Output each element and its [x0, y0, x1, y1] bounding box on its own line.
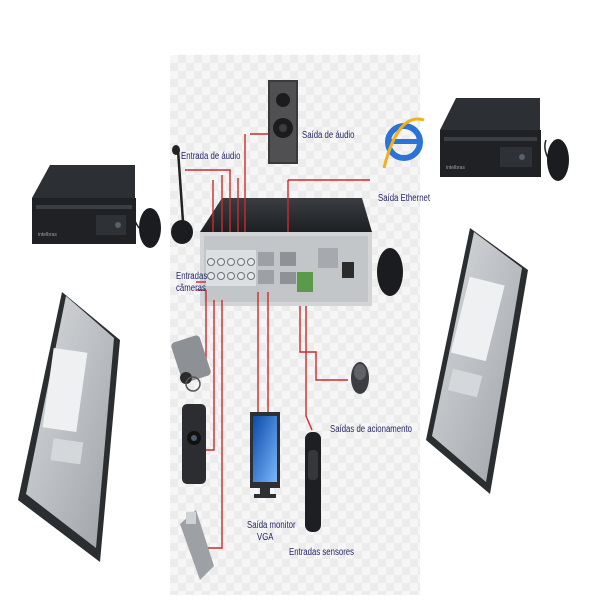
mouse-main	[377, 248, 403, 296]
label-vga-output-line1: Saída monitor	[247, 520, 296, 531]
siren-icon	[351, 362, 369, 394]
label-alarm-outputs: Saídas de acionamento	[330, 424, 412, 435]
mouse-left	[132, 204, 161, 248]
label-vga-output-line2: VGA	[257, 532, 274, 543]
label-audio-input: Entrada de áudio	[181, 151, 241, 162]
label-camera-inputs-line2: câmeras	[176, 283, 206, 294]
brand-logo: intelbras	[38, 232, 57, 238]
label-ethernet-output: Saída Ethernet	[378, 193, 431, 204]
speaker-icon	[268, 80, 298, 164]
hard-disk-left	[18, 292, 120, 562]
label-camera-inputs-line1: Entradas	[176, 271, 208, 282]
sensor-icon	[305, 432, 321, 532]
hard-disk-right	[426, 228, 528, 494]
microphone-icon	[171, 145, 193, 244]
label-audio-output: Saída de áudio	[302, 130, 355, 141]
label-sensor-inputs: Entradas sensores	[289, 547, 355, 558]
mouse-right	[544, 139, 569, 181]
dvr-right: intelbras	[440, 98, 541, 177]
dvr-left: intelbras	[32, 165, 136, 244]
monitor-icon	[250, 412, 280, 498]
camera-box-icon	[182, 404, 206, 484]
camera-bullet-icon	[180, 510, 214, 580]
dvr-main	[200, 198, 372, 306]
brand-logo: intelbras	[446, 165, 465, 171]
bnc-connectors	[207, 258, 255, 280]
ethernet-icon	[382, 117, 425, 169]
camera-dome-icon	[171, 335, 211, 392]
wires	[185, 133, 370, 549]
